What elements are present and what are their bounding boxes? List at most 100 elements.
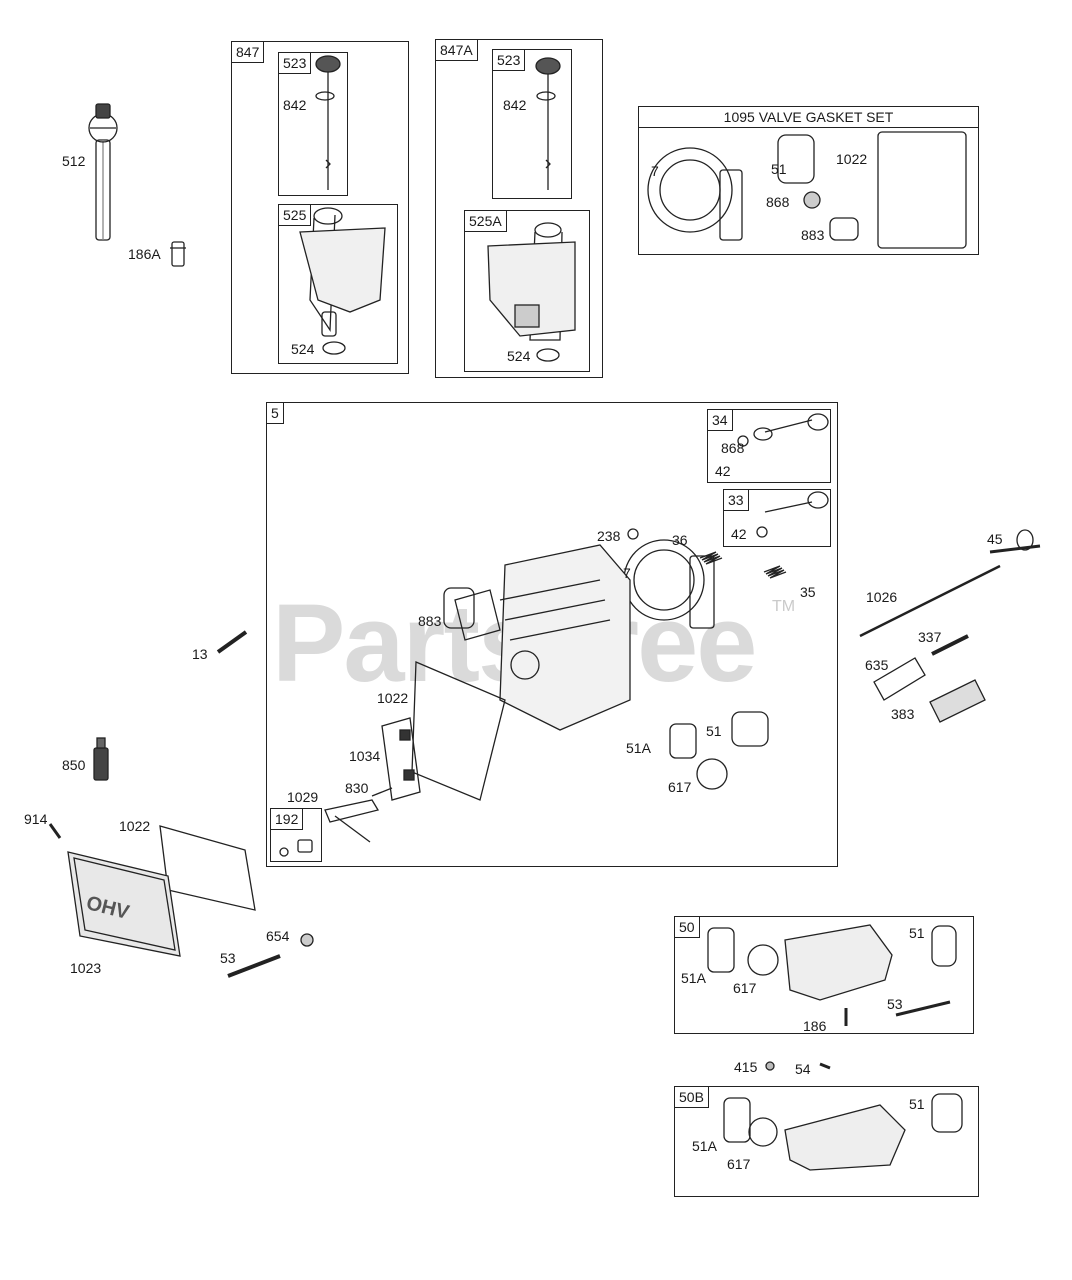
part-1022-head[interactable]: 1022	[377, 690, 409, 706]
sub523-tag: 523	[279, 53, 312, 74]
sub525-tag: 525	[279, 205, 312, 226]
valve-gasket-set[interactable]: 1095 VALVE GASKET SET	[638, 106, 979, 255]
boot-635-icon	[873, 657, 926, 701]
dipstick-847a-icon	[535, 57, 561, 190]
part-512[interactable]: 512	[62, 153, 86, 169]
group-847a-sub525a[interactable]: 525A	[464, 210, 590, 372]
group-5[interactable]: 5 34 33 192	[266, 402, 838, 867]
part-850[interactable]: 850	[62, 757, 86, 773]
part-914[interactable]: 914	[24, 811, 48, 827]
dipstick-tube-icon	[88, 103, 118, 241]
part-51a[interactable]: 51A	[626, 740, 651, 756]
part-54[interactable]: 54	[795, 1061, 811, 1077]
fill-tube-525-icon	[299, 207, 386, 355]
valve-spring-icon	[627, 528, 787, 579]
group-192-tag: 192	[271, 809, 304, 830]
gasket-set-icon	[647, 131, 967, 249]
dipstick-847-icon	[315, 55, 341, 190]
part-36[interactable]: 36	[672, 532, 688, 548]
group-33-tag: 33	[724, 490, 749, 511]
part-53-50[interactable]: 53	[887, 996, 903, 1012]
group-33[interactable]: 33	[723, 489, 831, 547]
part-842-847a[interactable]: 842	[503, 97, 527, 113]
part-35[interactable]: 35	[800, 584, 816, 600]
part-1034[interactable]: 1034	[349, 748, 381, 764]
gasket-set-1022[interactable]: 1022	[836, 151, 868, 167]
part-883[interactable]: 883	[418, 613, 442, 629]
coil-383-icon	[929, 679, 986, 723]
head-gasket-icon	[623, 539, 715, 629]
bolt-914-icon	[48, 823, 62, 839]
valve-34-icon	[737, 413, 829, 447]
part-830[interactable]: 830	[345, 780, 369, 796]
group-34-tag: 34	[708, 410, 733, 431]
gasket-set-868[interactable]: 868	[766, 194, 790, 210]
group-50b-tag: 50B	[675, 1087, 709, 1108]
valve-gasket-set-title: 1095 VALVE GASKET SET	[639, 107, 978, 128]
part-868[interactable]: 868	[721, 440, 745, 456]
part-617-50[interactable]: 617	[733, 980, 757, 996]
stud-830-icon	[371, 787, 393, 797]
sub525a-tag: 525A	[465, 211, 507, 232]
group-50-tag: 50	[675, 917, 700, 938]
group-847-sub525[interactable]: 525	[278, 204, 398, 364]
part-635[interactable]: 635	[865, 657, 889, 673]
gasket-883-icon	[443, 587, 475, 629]
group-847a-tag: 847A	[436, 40, 478, 61]
plate-1034-icon	[381, 717, 421, 801]
part-337[interactable]: 337	[918, 629, 942, 645]
part-383[interactable]: 383	[891, 706, 915, 722]
part-7[interactable]: 7	[623, 565, 631, 581]
part-51a-50b[interactable]: 51A	[692, 1138, 717, 1154]
part-1029[interactable]: 1029	[287, 789, 319, 805]
manifold-50-icon	[707, 924, 957, 1026]
part-45[interactable]: 45	[987, 531, 1003, 547]
part-524-847[interactable]: 524	[291, 341, 315, 357]
gasket-set-7[interactable]: 7	[651, 163, 659, 179]
group-847a[interactable]: 847A 523 525A	[435, 39, 603, 378]
part-42-33[interactable]: 42	[731, 526, 747, 542]
group-847a-sub523[interactable]: 523	[492, 49, 572, 199]
group-847-sub523[interactable]: 523	[278, 52, 348, 196]
part-51a-50[interactable]: 51A	[681, 970, 706, 986]
valve-cover-icon	[67, 851, 181, 957]
group-50[interactable]: 50	[674, 916, 974, 1034]
part-415[interactable]: 415	[734, 1059, 758, 1075]
bolt-13-icon	[216, 630, 248, 654]
part-1026[interactable]: 1026	[866, 589, 898, 605]
part-51[interactable]: 51	[706, 723, 722, 739]
spark-plug-icon	[931, 634, 969, 656]
group-34[interactable]: 34	[707, 409, 831, 483]
part-238[interactable]: 238	[597, 528, 621, 544]
screw-192-icon	[279, 839, 313, 857]
part-186-50[interactable]: 186	[803, 1018, 827, 1034]
part-654[interactable]: 654	[266, 928, 290, 944]
part-842-847[interactable]: 842	[283, 97, 307, 113]
group-192[interactable]: 192	[270, 808, 322, 862]
part-617[interactable]: 617	[668, 779, 692, 795]
part-42-34[interactable]: 42	[715, 463, 731, 479]
part-51-50[interactable]: 51	[909, 925, 925, 941]
group-847-tag: 847	[232, 42, 265, 63]
part-13[interactable]: 13	[192, 646, 208, 662]
group-847[interactable]: 847 523 525	[231, 41, 409, 374]
part-1023[interactable]: 1023	[70, 960, 102, 976]
part-186a[interactable]: 186A	[128, 246, 161, 262]
watermark-tm: TM	[772, 598, 796, 615]
pushrod-icon	[859, 564, 1001, 638]
gasket-set-51[interactable]: 51	[771, 161, 787, 177]
group-5-tag: 5	[267, 403, 284, 424]
group-50b[interactable]: 50B	[674, 1086, 979, 1197]
part-1022-cover[interactable]: 1022	[119, 818, 151, 834]
nut-415-icon	[765, 1061, 775, 1071]
part-51-50b[interactable]: 51	[909, 1096, 925, 1112]
part-524-847a[interactable]: 524	[507, 348, 531, 364]
gasket-set-883[interactable]: 883	[801, 227, 825, 243]
part-53-cover[interactable]: 53	[220, 950, 236, 966]
part-617-50b[interactable]: 617	[727, 1156, 751, 1172]
sealant-tube-icon	[93, 737, 109, 781]
manifold-50b-icon	[723, 1093, 963, 1171]
intake-gaskets-icon	[669, 711, 769, 790]
valve-45-icon	[989, 529, 1041, 554]
